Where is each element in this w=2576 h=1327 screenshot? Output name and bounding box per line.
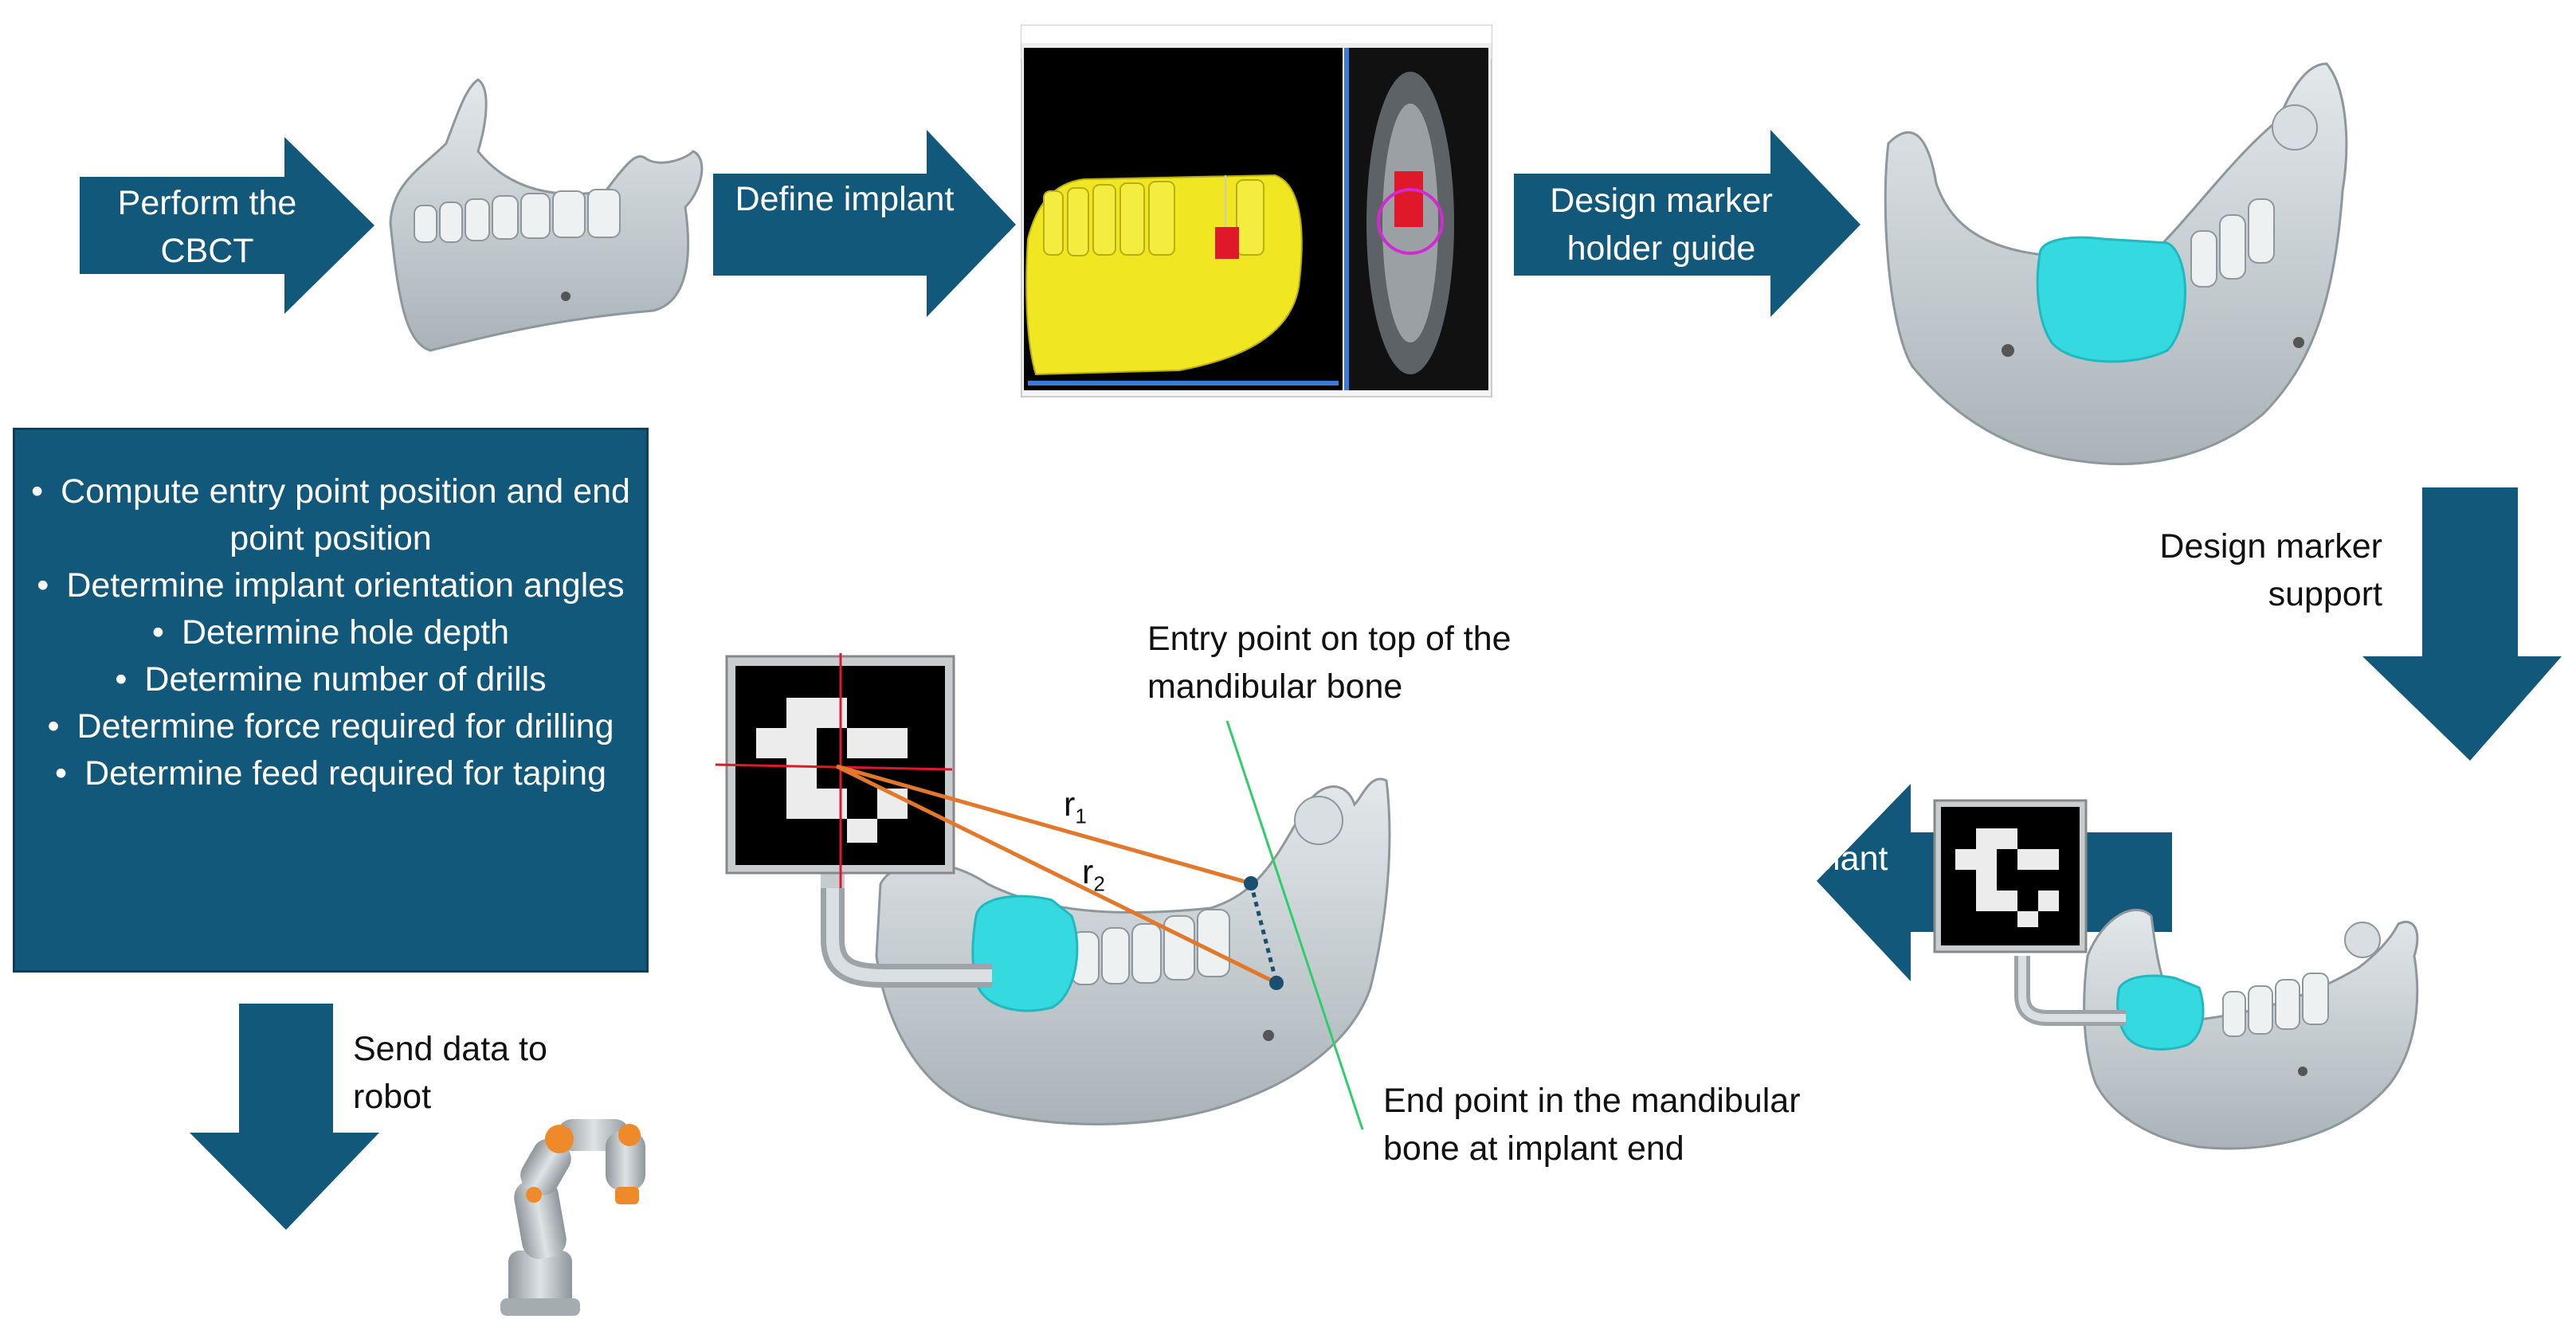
list-item: •Determine hole depth <box>151 613 510 652</box>
list-item: •Determine force required for drilling <box>47 707 614 746</box>
implant-axis-line <box>1225 720 1364 1130</box>
robot-arm-image <box>500 1119 645 1316</box>
mandible-model-holder-guide <box>1884 62 2348 465</box>
arrow-perform-cbct <box>80 137 374 314</box>
mandible-model-central <box>821 777 1391 1125</box>
list-item: •Determine feed required for taping <box>55 754 606 793</box>
implant-segment-dotted <box>1249 883 1279 984</box>
aruco-marker-support <box>1933 799 2088 953</box>
arrow-label-design-holder-guide: Design marker holder guide <box>1550 182 1773 268</box>
arrow-label-define-implant: Define implant <box>735 180 955 218</box>
list-item: •Determine implant orientation angles <box>37 566 625 605</box>
vector-r2-line <box>835 764 1278 985</box>
mandible-model-marker-support <box>2014 908 2419 1150</box>
label-design-marker-support: Design marker support <box>2159 527 2382 613</box>
computation-steps-box: •Compute entry point position and end po… <box>13 428 649 973</box>
arrow-send-data <box>190 1004 379 1230</box>
vector-r1-line <box>836 764 1252 886</box>
end-point-dot <box>1269 976 1284 990</box>
computation-steps-list: •Compute entry point position and end po… <box>31 468 630 797</box>
label-end-point: End point in the mandibular bone at impl… <box>1383 1082 1801 1168</box>
arrow-design-marker-support <box>2362 487 2562 761</box>
arrow-label-determine-implant-position: Determine implant position <box>1610 840 1888 926</box>
marker-axis-horizontal <box>715 763 953 771</box>
label-send-data: Send data to robot <box>353 1030 547 1116</box>
entry-point-dot <box>1244 876 1258 891</box>
arrow-define-implant <box>713 130 1016 317</box>
arrow-design-holder-guide <box>1514 130 1860 317</box>
arrow-label-perform-cbct: Perform the CBCT <box>117 184 297 270</box>
list-item: •Compute entry point position and end po… <box>31 472 630 558</box>
label-entry-point: Entry point on top of the mandibular bon… <box>1147 620 1511 706</box>
mandible-model-cbct <box>389 78 704 352</box>
label-r1: r1 <box>1064 785 1087 828</box>
list-item: •Determine number of drills <box>115 660 547 699</box>
label-r2: r2 <box>1082 853 1105 896</box>
software-screenshot: ▣ ✕ ↶ ↷ <box>1021 25 1492 397</box>
